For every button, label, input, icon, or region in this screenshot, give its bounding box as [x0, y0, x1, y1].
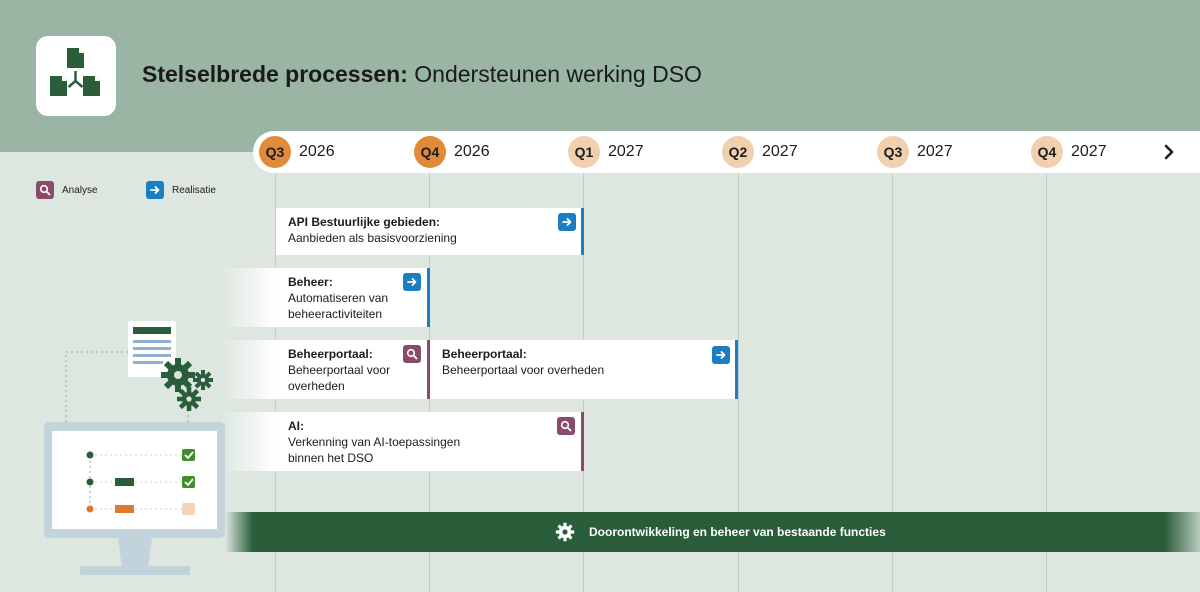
card-text: Aanbieden als basisvoorziening	[288, 231, 457, 245]
quarter-q3-2026: Q3 2026	[259, 136, 335, 168]
phase-end-marker	[581, 412, 584, 471]
quarter-year: 2026	[454, 143, 490, 160]
quarter-badge: Q4	[414, 136, 446, 168]
card-text: Verkenning van AI-toepassingen	[288, 435, 461, 449]
card-text: Beheerportaal voor overheden	[442, 363, 605, 377]
gridline	[738, 173, 739, 592]
card-title: Beheerportaal:	[288, 347, 373, 361]
gear-icon	[555, 522, 575, 542]
gridline	[1046, 173, 1047, 592]
quarter-year: 2026	[299, 143, 335, 160]
card-text: Beheerportaal voor	[288, 363, 391, 377]
search-icon	[403, 345, 421, 363]
arrow-right-icon	[403, 273, 421, 291]
quarter-badge: Q3	[259, 136, 291, 168]
document-flow-icon	[36, 36, 116, 116]
quarter-year: 2027	[917, 143, 953, 160]
legend-label: Realisatie	[172, 184, 216, 196]
arrow-right-icon	[712, 346, 730, 364]
arrow-right-icon	[146, 181, 164, 199]
header-banner	[0, 0, 1200, 152]
card-beheerportaal-realisatie: Beheerportaal: Beheerportaal voor overhe…	[430, 340, 738, 399]
quarter-q2-2027: Q2 2027	[722, 136, 798, 168]
quarter-badge: Q4	[1031, 136, 1063, 168]
card-text: binnen het DSO	[288, 451, 374, 465]
phase-end-marker	[735, 340, 738, 399]
chevron-right-icon[interactable]	[1160, 140, 1180, 164]
arrow-right-icon	[558, 213, 576, 231]
search-icon	[557, 417, 575, 435]
computer-illustration	[44, 321, 225, 575]
quarter-q4-2026: Q4 2026	[414, 136, 490, 168]
title-rest: Ondersteunen werking DSO	[407, 61, 702, 87]
quarter-q1-2027: Q1 2027	[568, 136, 644, 168]
quarter-q3-2027: Q3 2027	[877, 136, 953, 168]
card-text: Automatiseren van	[288, 291, 389, 305]
quarter-badge: Q2	[722, 136, 754, 168]
card-text: beheeractiviteiten	[288, 307, 383, 321]
card-title: API Bestuurlijke gebieden:	[288, 215, 441, 229]
quarter-year: 2027	[762, 143, 798, 160]
phase-end-marker	[427, 268, 430, 327]
quarter-year: 2027	[608, 143, 644, 160]
card-beheer: Beheer: Automatiseren van beheeractivite…	[220, 268, 430, 327]
quarter-badge: Q3	[877, 136, 909, 168]
quarter-badge: Q1	[568, 136, 600, 168]
legend-analyse: Analyse	[36, 181, 98, 199]
card-title: AI:	[288, 419, 304, 433]
page-title: Stelselbrede processen: Ondersteunen wer…	[142, 60, 702, 88]
gridline	[892, 173, 893, 592]
phase-end-marker	[427, 340, 430, 399]
card-ai: AI: Verkenning van AI-toepassingen binne…	[220, 412, 584, 471]
card-text: overheden	[288, 379, 345, 393]
card-beheerportaal-analyse: Beheerportaal: Beheerportaal voor overhe…	[220, 340, 430, 399]
title-bold: Stelselbrede processen:	[142, 61, 408, 87]
quarter-year: 2027	[1071, 143, 1107, 160]
legend-label: Analyse	[62, 184, 98, 196]
search-icon	[36, 181, 54, 199]
band-text: Doorontwikkeling en beheer van bestaande…	[589, 525, 886, 539]
phase-end-marker	[581, 208, 584, 255]
card-api-bestuurlijke-gebieden: API Bestuurlijke gebieden: Aanbieden als…	[276, 208, 584, 255]
card-title: Beheer:	[288, 275, 333, 289]
quarter-q4-2027: Q4 2027	[1031, 136, 1107, 168]
card-title: Beheerportaal:	[442, 347, 527, 361]
ongoing-band: Doorontwikkeling en beheer van bestaande…	[225, 512, 1200, 552]
legend-realisatie: Realisatie	[146, 181, 216, 199]
